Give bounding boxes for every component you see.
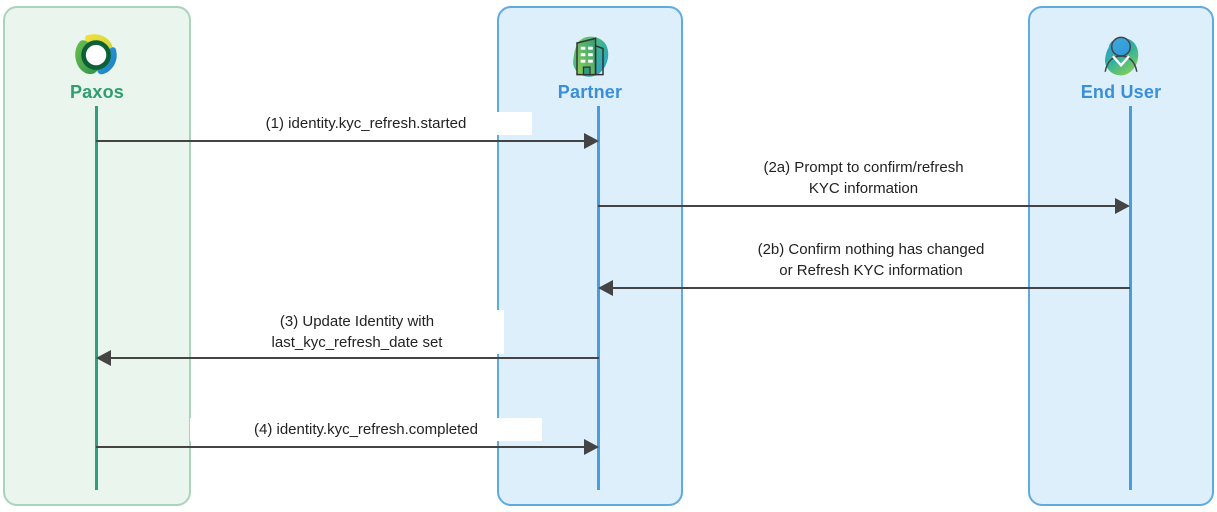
message-label-3: (3) Update Identity with last_kyc_refres… [210, 310, 504, 354]
participant-label-enduser: End User [1080, 82, 1162, 102]
arrowhead-left-3 [96, 350, 111, 366]
message-label-1: (1) identity.kyc_refresh.started [200, 112, 532, 135]
message-line-1 [96, 140, 584, 142]
lifeline-enduser [1129, 106, 1132, 490]
message-line-3 [111, 357, 599, 359]
arrowhead-right-4 [584, 439, 599, 455]
lifeline-paxos [95, 106, 98, 490]
message-label-4: (4) identity.kyc_refresh.completed [190, 418, 542, 441]
arrowhead-left-2b [598, 280, 613, 296]
message-label-3-line-1: (3) Update Identity with [279, 313, 435, 330]
message-line-2a [598, 205, 1115, 207]
participant-label-paxos: Paxos [69, 82, 125, 102]
message-label-2a-line-1: (2a) Prompt to confirm/refresh [763, 159, 964, 176]
arrowhead-right-1 [584, 133, 599, 149]
participant-label-partner: Partner [557, 82, 623, 102]
paxos-logo-icon [69, 30, 125, 82]
arrowhead-right-2a [1115, 198, 1130, 214]
message-label-4-line-1: (4) identity.kyc_refresh.completed [254, 421, 478, 438]
message-label-2a-line-2: KYC information [808, 180, 919, 197]
message-label-3-line-2: last_kyc_refresh_date set [271, 334, 443, 351]
message-label-2b: (2b) Confirm nothing has changed or Refr… [715, 238, 1027, 282]
message-label-2b-line-1: (2b) Confirm nothing has changed [757, 241, 985, 258]
message-line-4 [96, 446, 584, 448]
message-label-2b-line-2: or Refresh KYC information [779, 262, 963, 279]
person-avatar-icon [1093, 30, 1149, 82]
lifeline-partner [597, 106, 600, 490]
office-building-icon [562, 30, 618, 82]
participant-box-enduser: End User [1028, 6, 1214, 506]
message-label-1-line-1: (1) identity.kyc_refresh.started [265, 115, 467, 132]
message-label-2a: (2a) Prompt to confirm/refresh KYC infor… [720, 156, 1007, 200]
message-line-2b [613, 287, 1130, 289]
